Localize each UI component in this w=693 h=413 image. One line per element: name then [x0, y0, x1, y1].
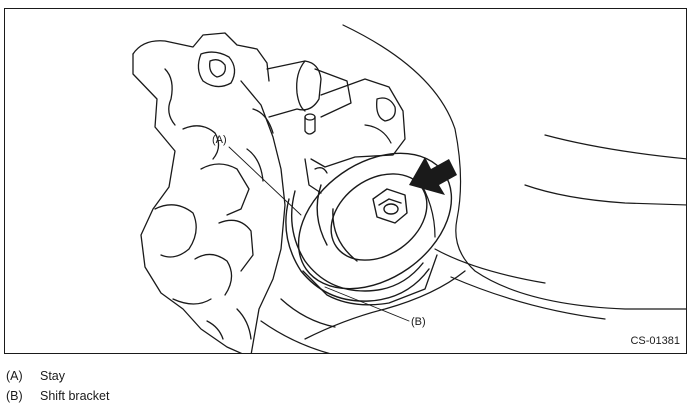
- transmission-housing: [132, 32, 286, 353]
- legend-label: Stay: [40, 369, 66, 383]
- center-bolt: [372, 188, 408, 224]
- legend-key: (B): [6, 389, 23, 403]
- callout-b-label: (B): [411, 316, 426, 328]
- leader-lines: [228, 146, 410, 322]
- body-panel-lines: [342, 24, 686, 320]
- shift-bracket: [260, 254, 466, 353]
- legend-label: Shift bracket: [40, 389, 110, 403]
- figure-code: CS-01381: [630, 335, 680, 347]
- stay-mount: [285, 152, 453, 302]
- legend-row-a: (A) Stay: [6, 366, 109, 386]
- callout-a-label: (A): [212, 134, 227, 146]
- indicator-arrow: [409, 157, 457, 195]
- mount-plate: [304, 78, 406, 194]
- technical-illustration: [132, 24, 686, 353]
- shift-rod: [266, 60, 352, 135]
- figure-frame: (A) (B) CS-01381: [4, 8, 687, 354]
- legend: (A) Stay (B) Shift bracket: [6, 366, 109, 406]
- legend-key: (A): [6, 369, 23, 383]
- legend-row-b: (B) Shift bracket: [6, 386, 109, 406]
